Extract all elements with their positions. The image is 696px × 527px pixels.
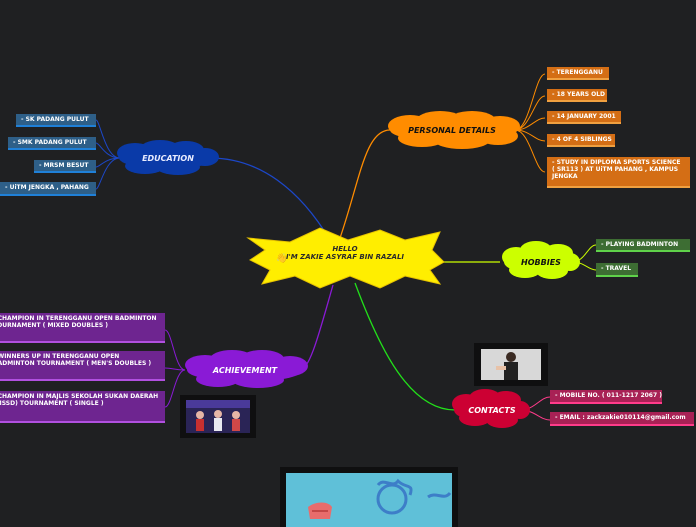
education-item-mrsm[interactable]: - MRSM BESUT (34, 160, 96, 173)
contacts-item-email[interactable]: - EMAIL : zackzakie010114@gmail.com (550, 412, 694, 426)
contact-photo (474, 343, 548, 386)
achievement-item-champion-mssd[interactable]: - CHAMPION IN MAJLIS SEKOLAH SUKAN DAERA… (0, 391, 165, 423)
education-item-uitm[interactable]: - UiTM JENGKA , PAHANG (0, 182, 96, 196)
connector-education (209, 157, 331, 241)
connector-contacts (354, 282, 456, 411)
achievement-item-champion-open[interactable]: - CHAMPION IN TERENGGANU OPEN BADMINTON … (0, 313, 165, 343)
central-greeting: HELLO (332, 245, 358, 253)
personal-item-siblings[interactable]: - 4 OF 4 SIBLINGS (547, 134, 615, 147)
hobbies-item-badminton[interactable]: - PLAYING BADMINTON (596, 239, 690, 252)
personal-item-age[interactable]: - 18 YEARS OLD (547, 89, 607, 102)
achievement-item-runner-up[interactable]: - WINNERS UP IN TERENGGANU OPEN BADMINTO… (0, 351, 165, 381)
hobbies-label: HOBBIES (521, 257, 561, 267)
connector-personal (339, 129, 391, 239)
personal-details-label: PERSONAL DETAILS (408, 125, 496, 135)
waving-hand-icon: 👋 (276, 254, 288, 264)
personal-item-birthdate[interactable]: - 14 JANUARY 2001 (547, 111, 621, 124)
central-text[interactable]: HELLO I'M ZAKIE ASYRAF BIN RAZALI (250, 245, 440, 261)
meme-image (280, 467, 458, 527)
personal-item-study[interactable]: - STUDY IN DIPLOMA SPORTS SCIENCE ( SR11… (547, 157, 690, 188)
hobbies-item-travel[interactable]: - TRAVEL (596, 263, 638, 277)
education-label: EDUCATION (142, 153, 194, 163)
central-name: I'M ZAKIE ASYRAF BIN RAZALI (285, 253, 405, 261)
education-item-smk[interactable]: - SMK PADANG PULUT (8, 137, 96, 150)
contacts-label: CONTACTS (468, 405, 516, 415)
contacts-item-mobile[interactable]: - MOBILE NO. ( 011-1217 2067 ) (550, 390, 662, 404)
achievement-photo (180, 395, 256, 438)
personal-item-state[interactable]: - TERENGGANU (547, 67, 609, 80)
education-item-sk[interactable]: - SK PADANG PULUT (16, 114, 96, 127)
achievement-label: ACHIEVEMENT (212, 365, 278, 375)
